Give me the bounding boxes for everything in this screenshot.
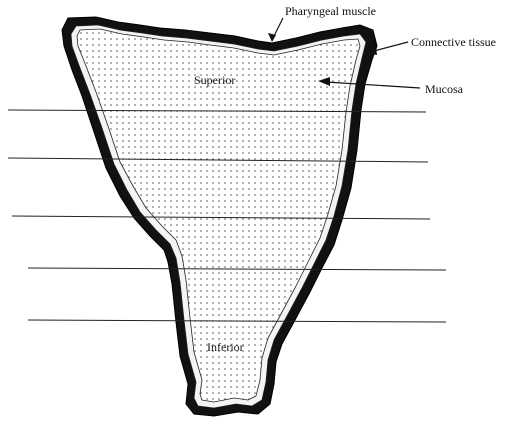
pharyngeal-muscle-label: Pharyngeal muscle xyxy=(285,4,376,18)
mucosa-label: Mucosa xyxy=(425,82,464,96)
connective-tissue-label: Connective tissue xyxy=(411,35,496,49)
superior-label: Superior xyxy=(194,73,235,87)
inferior-label: Inferior xyxy=(207,340,244,354)
